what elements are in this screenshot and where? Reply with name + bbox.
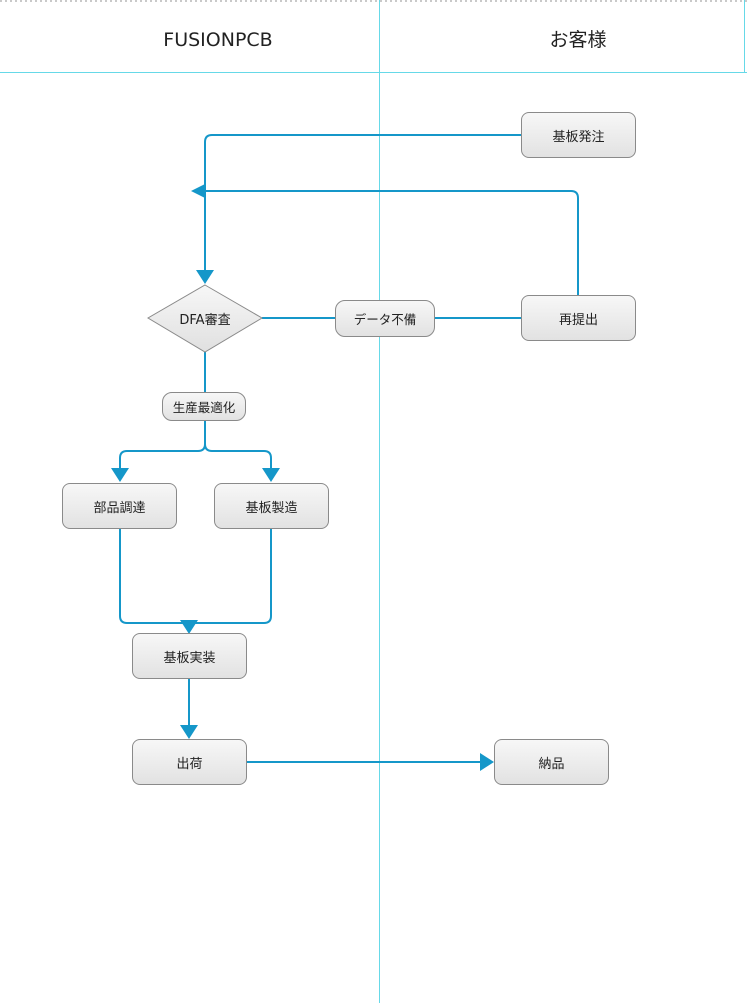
- node-board-manufacturing: 基板製造: [214, 483, 329, 529]
- lane-divider: [379, 0, 380, 1003]
- node-resubmit: 再提出: [521, 295, 636, 341]
- connector-procurement-merge: [119, 528, 189, 624]
- arrowhead-shipping: [180, 725, 198, 739]
- node-production-optimization: 生産最適化: [162, 392, 246, 421]
- arrowhead-delivery: [480, 753, 494, 771]
- node-board-assembly: 基板実装: [132, 633, 247, 679]
- arrowhead-assembly: [180, 620, 198, 634]
- dfa-review-diamond: [147, 284, 263, 353]
- connector-order-to-dfa: [204, 134, 522, 270]
- top-ruler: [0, 0, 747, 2]
- arrowhead-loop: [191, 184, 205, 198]
- lane-header-divider: [0, 72, 747, 73]
- connector-optimization-split-right: [204, 443, 272, 470]
- arrowhead-manufacturing: [262, 468, 280, 482]
- node-delivery: 納品: [494, 739, 609, 785]
- node-data-incomplete: データ不備: [335, 300, 435, 337]
- node-order: 基板発注: [521, 112, 636, 158]
- connector-resubmit-loop: [200, 190, 579, 296]
- dfa-review-label: DFA審査: [179, 312, 231, 328]
- connector-manufacturing-merge: [189, 528, 272, 624]
- node-parts-procurement: 部品調達: [62, 483, 177, 529]
- right-edge-divider: [744, 0, 745, 72]
- lane-header-customer: お客様: [549, 29, 607, 51]
- arrowhead-procurement: [111, 468, 129, 482]
- arrowhead-dfa: [196, 270, 214, 284]
- lane-header-fusionpcb: FUSIONPCB: [163, 29, 273, 51]
- node-shipping: 出荷: [132, 739, 247, 785]
- connector-optimization-split: [119, 420, 206, 470]
